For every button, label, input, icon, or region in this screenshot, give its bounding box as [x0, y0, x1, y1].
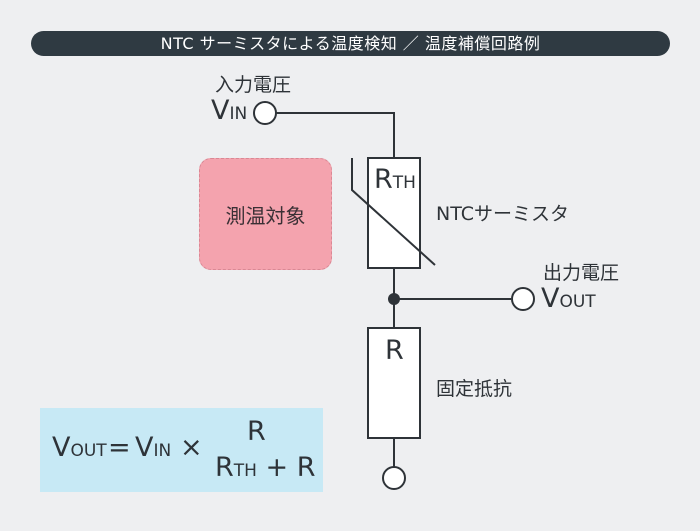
measurement-target: 測温対象	[199, 158, 332, 270]
formula-vin: VIN	[135, 432, 171, 463]
formula-denominator: RTH + R	[215, 452, 316, 483]
formula-den-sub: TH	[233, 461, 257, 481]
output-symbol-sub: OUT	[559, 292, 596, 312]
output-symbol-main: V	[541, 283, 560, 314]
input-terminal	[253, 101, 277, 125]
measurement-target-label: 測温対象	[225, 203, 306, 228]
formula-equals: =	[108, 432, 131, 463]
thermistor-symbol-sub: TH	[392, 173, 416, 193]
ground-terminal	[382, 466, 406, 490]
formula-lhs-main: V	[52, 432, 71, 463]
formula-den-plus: + R	[265, 452, 316, 483]
diagram-title: NTC サーミスタによる温度検知 ／ 温度補償回路例	[31, 31, 670, 56]
formula-vin-sub: IN	[153, 441, 172, 461]
input-symbol-sub: IN	[229, 104, 248, 124]
output-terminal	[511, 287, 535, 311]
thermistor-symbol-main: R	[374, 164, 393, 195]
thermistor-label: NTCサーミスタ	[436, 203, 569, 225]
input-symbol-main: V	[211, 95, 230, 126]
input-wire	[276, 112, 395, 158]
formula-box	[40, 408, 323, 492]
formula-den-main: R	[215, 452, 234, 483]
thermistor-symbol: RTH	[374, 164, 416, 195]
output-voltage-label: 出力電圧	[543, 262, 620, 284]
formula-lhs: VOUT	[52, 432, 107, 463]
formula-times: ×	[180, 432, 203, 463]
input-voltage-symbol: VIN	[211, 95, 247, 126]
thermistor-diagonal	[351, 158, 436, 266]
resistor-label: 固定抵抗	[436, 378, 513, 400]
formula-vin-main: V	[135, 432, 154, 463]
formula-numerator: R	[247, 416, 266, 447]
input-voltage-label: 入力電圧	[215, 74, 292, 96]
formula-lhs-sub: OUT	[70, 441, 107, 461]
output-voltage-symbol: VOUT	[541, 283, 596, 314]
resistor-symbol: R	[385, 335, 404, 366]
